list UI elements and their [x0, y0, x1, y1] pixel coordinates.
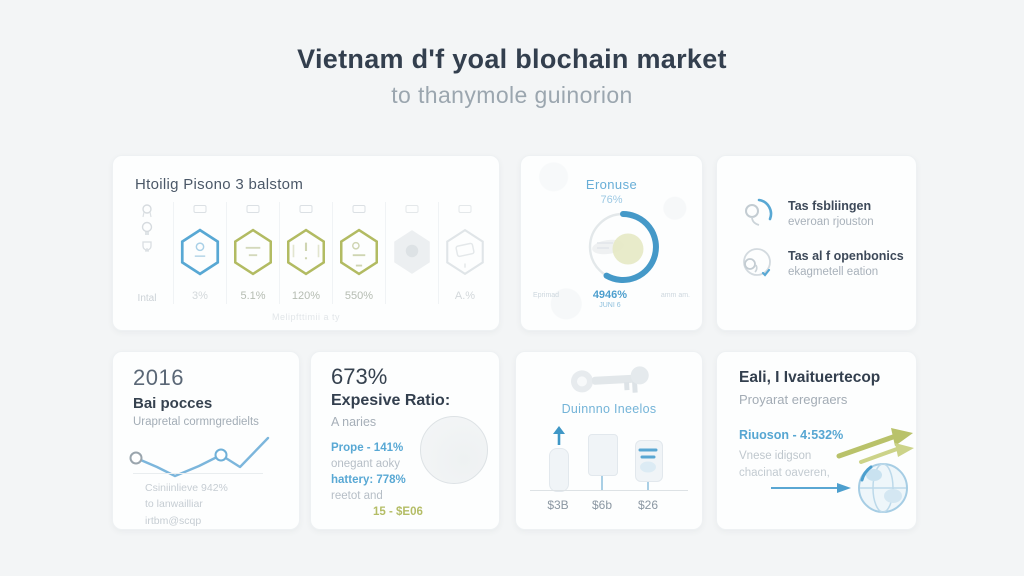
year-card: 2016 Bai pocces Urapretal cormngredielts…	[112, 351, 300, 530]
year-note: irtbm@scqp	[145, 514, 202, 527]
sparkline-chart	[129, 436, 270, 478]
page-subtitle: to thanymole guinorion	[391, 82, 633, 108]
growth-title: Eali, I Ivaituertecop	[739, 369, 881, 386]
divider	[133, 473, 263, 474]
milestones-card: Htoilig Pisono 3 balstom	[112, 155, 500, 331]
hexagon-gray-icon	[394, 230, 430, 274]
milestone-value: 3%	[192, 290, 208, 302]
gauge-check-icon	[743, 248, 771, 277]
milestone-column-2: 5.1%	[227, 202, 280, 304]
globe-icon	[858, 463, 908, 513]
year-value: 2016	[133, 365, 184, 390]
donut-right-label: amm am.	[660, 292, 690, 299]
mini-badge-icon	[246, 205, 260, 213]
ring-stat-subtitle: everoan rjouston	[788, 215, 874, 228]
milestone-value: 5.1%	[240, 290, 266, 302]
donut-center-value: 4946%	[592, 289, 628, 301]
mini-badge-icon	[193, 205, 207, 213]
milestone-value: A.%	[454, 290, 476, 302]
ring-stat-item-1: Tas fsbliingen everoan rjouston	[739, 191, 908, 235]
ring-stat-title: Tas al f openbonics	[788, 248, 904, 263]
year-title: Bai pocces	[133, 395, 213, 412]
bars-card: Duinnno Ineelos $3B $6b $26	[515, 351, 703, 530]
donut-card: Eronuse 76% Eprimad 4946% JUNI 6 amm am.	[520, 155, 703, 331]
ring-stat-title: Tas fsbliingen	[788, 198, 872, 213]
mini-badge-icon	[352, 205, 366, 213]
hexagon-olive-icon	[340, 228, 378, 276]
growth-line: Vnese idigson	[739, 450, 812, 462]
milestones-footnote: Melipfttimii a ty	[271, 312, 340, 322]
hexagon-blue-icon	[180, 228, 220, 276]
ratio-line: hattery: 778%	[331, 474, 406, 486]
milestone-column-5	[386, 202, 439, 304]
donut-center-sub: JUNI 6	[599, 302, 621, 309]
mini-badge-icon	[299, 205, 313, 213]
donut-chart	[588, 211, 659, 283]
mini-badge-icon	[405, 205, 419, 213]
hexagon-row: Intal 3%	[121, 202, 491, 304]
ratio-subtitle: A naries	[331, 415, 377, 429]
milestone-intro-label: Intal	[137, 293, 157, 304]
key-icon	[570, 366, 649, 393]
medal-icon	[142, 204, 152, 218]
donut-left-label: Eprimad	[533, 292, 560, 299]
bar-1	[549, 448, 569, 492]
growth-card: Eali, I Ivaituertecop Proyarat eregraers…	[716, 351, 917, 530]
bar-3-marks-icon	[638, 448, 658, 473]
ratio-card: 673% Expesive Ratio: A naries Prope - 14…	[310, 351, 500, 530]
year-note: Csiniinlieve 942%	[145, 482, 228, 494]
growth-line: chacinat oaveren,	[739, 467, 830, 479]
milestones-title: Htoilig Pisono 3 balstom	[135, 176, 304, 193]
ratio-line: Prope - 141%	[331, 442, 404, 454]
donut-title: Eronuse	[585, 177, 638, 192]
hexagon-olive-icon	[234, 228, 272, 276]
milestone-column-3: 120%	[280, 202, 333, 304]
hexagon-olive-icon	[287, 228, 325, 276]
ring-stat-item-2: Tas al f openbonics ekagmetell eation	[739, 241, 908, 285]
milestone-column-1: 3%	[174, 202, 227, 304]
milestone-column-6: A.%	[439, 202, 491, 304]
year-subtitle: Urapretal cormngredielts	[133, 416, 259, 428]
mini-badge-icon	[458, 205, 472, 213]
arrow-right-icon	[771, 483, 851, 493]
bulb-icon	[141, 221, 153, 235]
milestone-value: 550%	[344, 290, 374, 302]
growth-arrow-icon	[836, 428, 914, 464]
page-title: Vietnam d'f yoal blochain market	[297, 44, 727, 74]
gauge-icon	[745, 198, 773, 226]
axis-baseline	[530, 490, 688, 491]
hexagon-faint-icon	[446, 228, 484, 276]
donut-percent: 76%	[600, 194, 623, 206]
milestone-column-4: 550%	[333, 202, 386, 304]
milestone-column-intro: Intal	[121, 202, 174, 304]
ratio-line: onegant aoky	[331, 458, 401, 470]
ring-stat-subtitle: ekagmetell eation	[788, 265, 879, 278]
milestone-value: 120%	[291, 290, 321, 302]
bar-2	[588, 434, 618, 476]
ring-stats-card: Tas fsbliingen everoan rjouston Tas al f…	[716, 155, 917, 331]
trophy-icon	[142, 241, 152, 252]
ratio-title: Expesive Ratio:	[331, 392, 451, 409]
placeholder-circle	[420, 416, 488, 484]
bar-value: $6b	[591, 498, 613, 512]
arrow-up-icon	[553, 426, 565, 445]
ratio-value: 673%	[331, 364, 388, 389]
bar-value: $3B	[547, 498, 569, 512]
bar-3	[635, 440, 663, 482]
year-note: to lanwailliar	[145, 498, 203, 511]
ratio-line: 15 - $E06	[373, 506, 423, 518]
ratio-line: reetot and	[331, 490, 383, 502]
growth-highlight: Riuoson - 4:532%	[739, 428, 844, 442]
bars-title: Duinnno Ineelos	[561, 402, 657, 416]
bar-value: $26	[637, 498, 659, 512]
growth-subtitle: Proyarat eregraers	[739, 392, 848, 407]
